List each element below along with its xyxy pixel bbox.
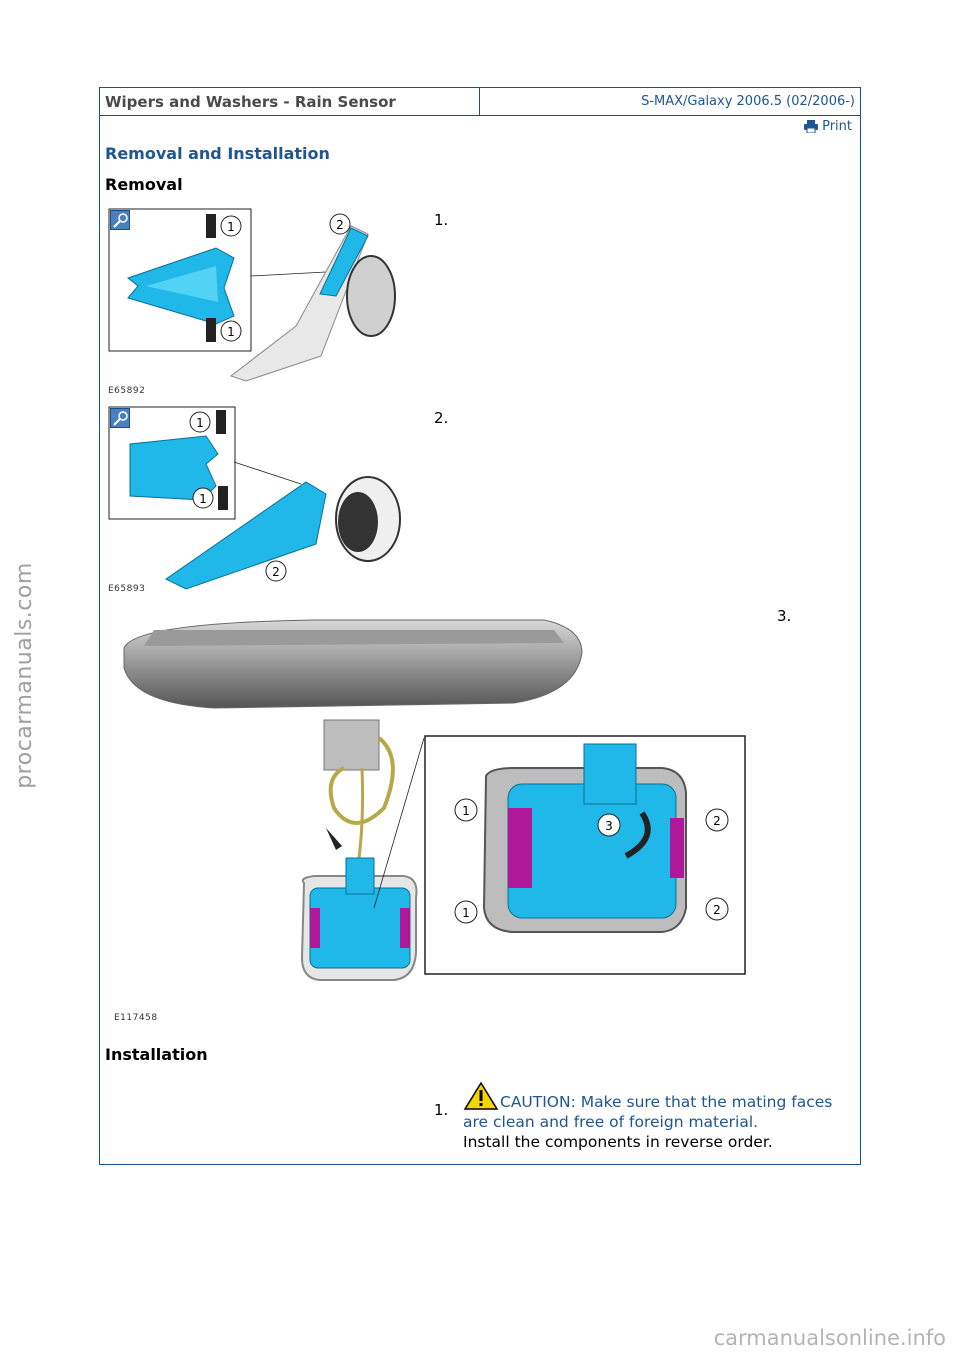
mirror-cover-diagram: 1 1 2	[108, 406, 401, 590]
figure-e65892: 1 1 2	[106, 206, 406, 396]
zoom-icon[interactable]	[110, 210, 130, 230]
removal-heading: Removal	[105, 175, 183, 194]
svg-text:2: 2	[272, 565, 280, 579]
installation-heading: Installation	[105, 1045, 208, 1064]
svg-text:2: 2	[713, 814, 721, 828]
zoom-icon[interactable]	[110, 408, 130, 428]
svg-text:1: 1	[462, 906, 470, 920]
bottom-watermark: carmanualsonline.info	[713, 1326, 946, 1350]
figure-code: E65893	[108, 584, 146, 594]
svg-text:3: 3	[605, 819, 613, 833]
svg-text:1: 1	[196, 416, 204, 430]
svg-text:1: 1	[227, 325, 235, 339]
caution-note: CAUTION: Make sure that the mating faces…	[463, 1081, 843, 1152]
header-bar: Wipers and Washers - Rain Sensor S-MAX/G…	[100, 88, 860, 116]
rain-sensor-diagram: 1 1 2 2 3	[123, 619, 746, 981]
svg-text:2: 2	[713, 903, 721, 917]
svg-text:1: 1	[462, 804, 470, 818]
instruction-text: Install the components in reverse order.	[463, 1133, 773, 1151]
figure-e65893: 1 1 2	[106, 404, 406, 594]
removal-step-1: 1.	[434, 211, 449, 229]
removal-step-2: 2.	[434, 409, 449, 427]
print-link[interactable]: Print	[804, 119, 852, 134]
svg-text:1: 1	[199, 492, 207, 506]
section-title: Removal and Installation	[105, 144, 330, 163]
warning-icon	[463, 1081, 499, 1110]
vehicle-model: S-MAX/Galaxy 2006.5 (02/2006-)	[641, 94, 855, 109]
document-frame: Wipers and Washers - Rain Sensor S-MAX/G…	[99, 87, 861, 1165]
figure-code: E117458	[114, 1013, 158, 1023]
figure-e117458: 1 1 2 2 3	[114, 608, 754, 988]
caution-text: CAUTION: Make sure that the mating faces…	[463, 1093, 833, 1131]
svg-text:1: 1	[227, 220, 235, 234]
page-title: Wipers and Washers - Rain Sensor	[100, 88, 480, 115]
side-watermark: procarmanuals.com	[11, 561, 37, 789]
mirror-cover-diagram: 1 1 2	[108, 208, 396, 382]
printer-icon	[804, 120, 819, 133]
installation-step-1: 1.	[434, 1101, 449, 1119]
figure-code: E65892	[108, 386, 146, 396]
print-label: Print	[822, 119, 852, 134]
svg-text:2: 2	[336, 218, 344, 232]
removal-step-3: 3.	[777, 607, 792, 625]
